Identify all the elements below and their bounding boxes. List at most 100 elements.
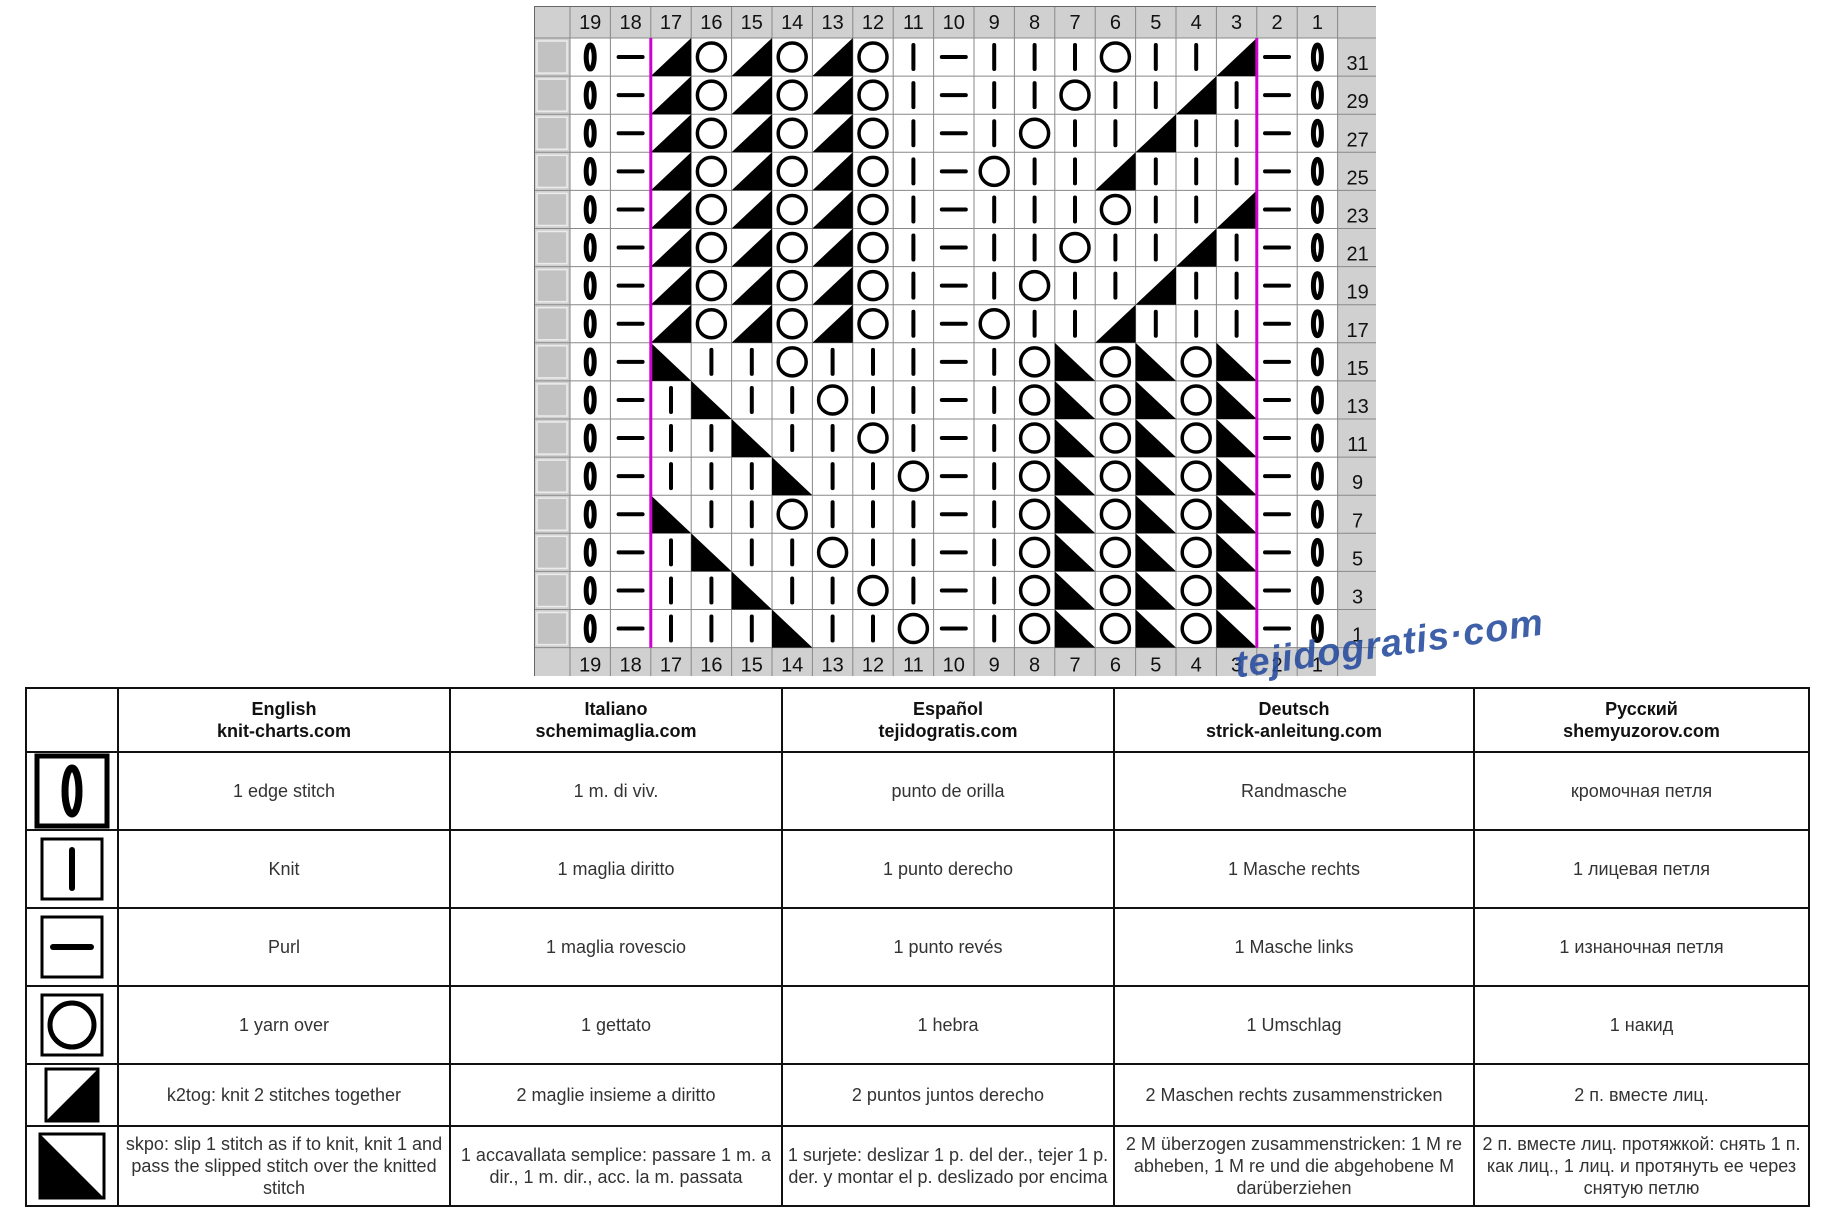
yarn-over-symbol: [1059, 231, 1091, 264]
column-number-top: 3: [1231, 12, 1242, 34]
yarn-over-symbol: [978, 155, 1010, 188]
yarn-over-symbol: [897, 460, 930, 492]
legend-text: 1 edge stitch: [117, 751, 451, 831]
legend-text: 1 surjete: deslizar 1 p. del der., tejer…: [781, 1125, 1115, 1207]
column-number-bottom: 2: [1271, 655, 1282, 676]
header-lang: Русский: [1605, 699, 1678, 719]
edge-stitch-symbol: [583, 614, 597, 644]
header-site: knit-charts.com: [216, 721, 352, 741]
yarn-over-symbol: [1018, 574, 1051, 607]
yarn-over-symbol: [1099, 536, 1132, 569]
header-site: shemyuzorov.com: [1563, 721, 1720, 741]
legend-row-skpo: skpo: slip 1 stitch as if to knit, knit …: [25, 1125, 1810, 1207]
column-number-top: 14: [781, 12, 803, 34]
edge-stitch-symbol: [583, 80, 597, 110]
skpo-symbol: [1054, 571, 1096, 610]
legend-text: 2 puntos juntos derecho: [781, 1063, 1115, 1127]
yarn-over-symbol: [1018, 384, 1051, 416]
legend-text: 2 M überzogen zusammenstricken: 1 M re a…: [1113, 1125, 1475, 1207]
legend-text: k2tog: knit 2 stitches together: [117, 1063, 451, 1127]
legend-text: 1 yarn over: [117, 985, 451, 1065]
legend-text: Knit: [117, 829, 451, 909]
column-number-top: 18: [619, 12, 641, 34]
column-number-bottom: 19: [579, 655, 601, 676]
k2tog-symbol: [1176, 76, 1217, 115]
edge-stitch-symbol: [1310, 499, 1324, 529]
legend-text: 1 punto revés: [781, 907, 1115, 987]
column-number-top: 2: [1271, 12, 1282, 34]
edge-stitch-symbol: [583, 233, 597, 263]
yarn-over-symbol: [1180, 498, 1212, 530]
row-tab: [536, 535, 568, 570]
column-number-bottom: 8: [1029, 655, 1040, 676]
k2tog-symbol: [731, 152, 772, 191]
k2tog-symbol: [1216, 190, 1257, 229]
row-tab: [536, 154, 568, 189]
legend-text: 1 hebra: [781, 985, 1115, 1065]
skpo-symbol: [1054, 380, 1096, 419]
bottom-number-band: [570, 647, 1338, 680]
yarn-over-symbol: [816, 384, 849, 416]
edge-stitch-symbol: [1310, 423, 1324, 453]
row-tab: [536, 230, 568, 265]
header-lang: Deutsch: [1258, 699, 1330, 719]
yarn-over-symbol: [857, 79, 889, 111]
column-number-bottom: 15: [741, 655, 763, 676]
edge-stitch-symbol: [1310, 575, 1324, 605]
legend-text: 2 п. вместе лиц. протяжкой: снять 1 п. к…: [1473, 1125, 1810, 1207]
k2tog-symbol: [731, 228, 772, 267]
yarn-over-symbol: [816, 536, 849, 569]
column-number-bottom: 4: [1191, 655, 1202, 676]
edge-stitch-symbol: [1310, 309, 1324, 339]
column-number-bottom: 1: [1312, 655, 1323, 676]
yarn-over-symbol: [1018, 117, 1051, 149]
yarn-over-symbol: [776, 193, 808, 226]
yarn-over-symbol: [1099, 498, 1132, 530]
skpo-symbol: [1216, 457, 1257, 496]
column-number-top: 11: [903, 12, 924, 34]
row-number: 29: [1346, 91, 1368, 113]
column-number-bottom: 16: [700, 655, 722, 676]
edge-stitch-symbol: [583, 575, 597, 605]
k2tog-symbol: [1095, 152, 1136, 191]
skpo-symbol: [1216, 495, 1257, 534]
yarn-over-symbol: [695, 79, 728, 111]
legend-row-yarn-over: 1 yarn over 1 gettato 1 hebra 1 Umschlag…: [25, 985, 1810, 1065]
skpo-symbol: [1054, 609, 1096, 648]
yarn-over-symbol: [695, 41, 728, 73]
column-number-bottom: 5: [1150, 655, 1161, 676]
edge-stitch-symbol: [1310, 194, 1324, 224]
column-number-top: 19: [579, 12, 601, 34]
k2tog-symbol: [812, 266, 853, 305]
row-number: 11: [1347, 434, 1368, 456]
yarn-over-symbol: [1099, 612, 1132, 645]
skpo-symbol: [1054, 419, 1096, 458]
row-tab: [536, 192, 568, 227]
edge-stitch-symbol: [583, 537, 597, 567]
skpo-symbol: [1216, 533, 1257, 572]
skpo-symbol-icon: [25, 1125, 119, 1207]
yarn-over-symbol: [857, 308, 889, 340]
header-lang: Español: [912, 699, 983, 719]
row-tab: [536, 421, 568, 455]
column-number-bottom: 11: [903, 655, 924, 676]
yarn-over-symbol: [776, 231, 808, 264]
column-number-top: 9: [989, 12, 1000, 34]
yarn-over-symbol: [1099, 193, 1132, 226]
edge-stitch-symbol: [583, 423, 597, 453]
column-number-top: 17: [660, 12, 682, 34]
edge-stitch-symbol: [1310, 347, 1324, 377]
yarn-over-symbol: [857, 574, 889, 607]
legend-text: skpo: slip 1 stitch as if to knit, knit …: [117, 1125, 451, 1207]
row-number: 15: [1346, 358, 1368, 380]
yarn-over-symbol: [1099, 422, 1132, 454]
edge-stitch-symbol: [583, 347, 597, 377]
yarn-over-symbol: [978, 308, 1010, 340]
row-number: 7: [1352, 510, 1363, 532]
row-number: 13: [1346, 396, 1368, 418]
legend-text: 1 Umschlag: [1113, 985, 1475, 1065]
header-site: tejidogratis.com: [878, 721, 1018, 741]
